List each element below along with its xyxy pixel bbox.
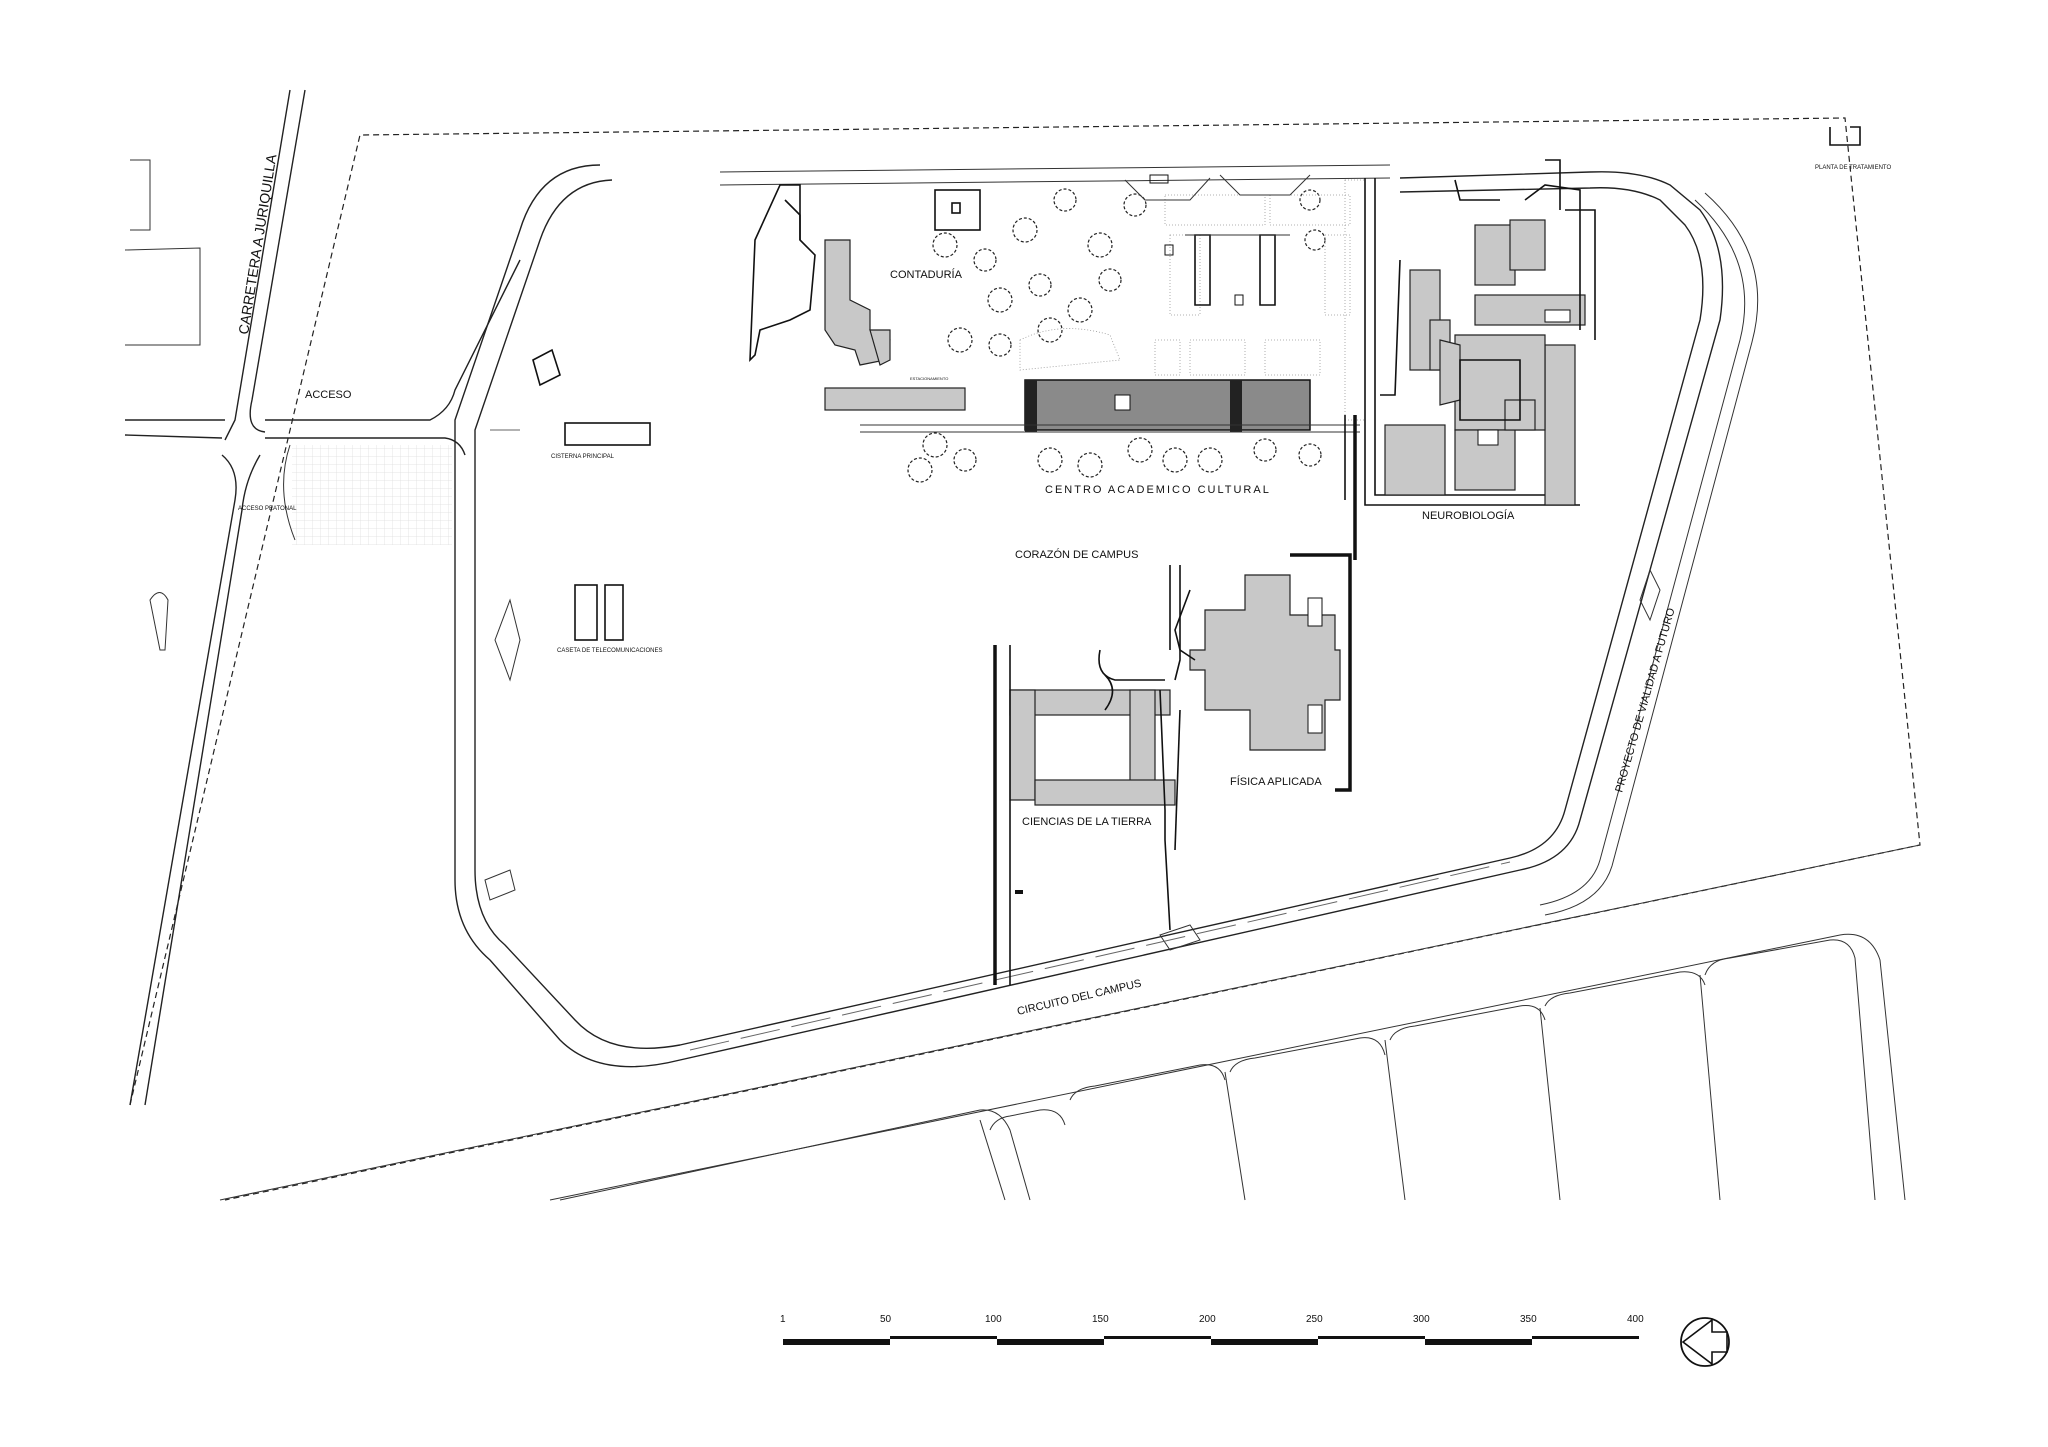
planta-de-tratamiento	[1829, 126, 1861, 146]
scale-tick: 400	[1627, 1314, 1644, 1325]
circuit-lane-markings	[480, 429, 1511, 1051]
tree-cluster	[907, 188, 1326, 483]
circuito-label: CIRCUITO DEL CAMPUS	[1016, 978, 1143, 1018]
scale-tick: 150	[1092, 1314, 1109, 1325]
scale-tick: 250	[1306, 1314, 1323, 1325]
fisica-aplicada-building	[1169, 553, 1352, 792]
acceso-peatonal-label: ACCESO PEATONAL	[238, 506, 297, 512]
scale-tick: 350	[1520, 1314, 1537, 1325]
carretera-juriquilla-road	[124, 89, 521, 1106]
scale-tick: 1	[780, 1314, 786, 1325]
cisterna-label: CISTERNA PRINCIPAL	[551, 454, 615, 460]
scale-tick: 200	[1199, 1314, 1216, 1325]
centro-label: CENTRO ACADEMICO CULTURAL	[1045, 484, 1271, 496]
acceso-peatonal-crosswalk	[283, 444, 452, 545]
vialidad-label: PROYECTO DE VIALIDAD A FUTURO	[1613, 606, 1677, 793]
planta-label: PLANTA DE TRATAMIENTO	[1815, 165, 1891, 171]
scale-tick: 50	[880, 1314, 892, 1325]
lower-road-network	[219, 844, 1921, 1201]
estacionamiento-label: ESTACIONAMIENTO	[910, 376, 948, 381]
contaduria-label: CONTADURÍA	[890, 268, 963, 281]
scale-bar: 1 50 100 150 200 250 300 350 400	[780, 1314, 1644, 1345]
caseta-label: CASETA DE TELECOMUNICACIONES	[557, 648, 662, 654]
scale-tick: 300	[1413, 1314, 1430, 1325]
centro-academico-cultural-building	[860, 379, 1360, 433]
corazon-label: CORAZÓN DE CAMPUS	[1015, 548, 1138, 561]
scale-tick: 100	[985, 1314, 1002, 1325]
neurobiologia-label: NEUROBIOLOGÍA	[1422, 509, 1515, 522]
cisterna-principal	[532, 348, 651, 446]
ciencias-label: CIENCIAS DE LA TIERRA	[1022, 816, 1152, 828]
carretera-label: CARRETERA A JURIQUILLA	[235, 152, 279, 335]
neurobiologia-building	[1364, 159, 1596, 506]
north-arrow-icon	[1680, 1317, 1730, 1367]
ciencias-de-la-tierra-building	[993, 645, 1181, 985]
center-walls	[1344, 415, 1357, 560]
fisica-label: FÍSICA APLICADA	[1230, 775, 1322, 788]
caseta-telecomunicaciones	[574, 584, 624, 641]
plaza-structures	[1124, 174, 1311, 306]
acceso-label: ACCESO	[305, 389, 352, 401]
contaduria-building	[749, 184, 981, 411]
campus-circuit-road	[454, 164, 1759, 1068]
